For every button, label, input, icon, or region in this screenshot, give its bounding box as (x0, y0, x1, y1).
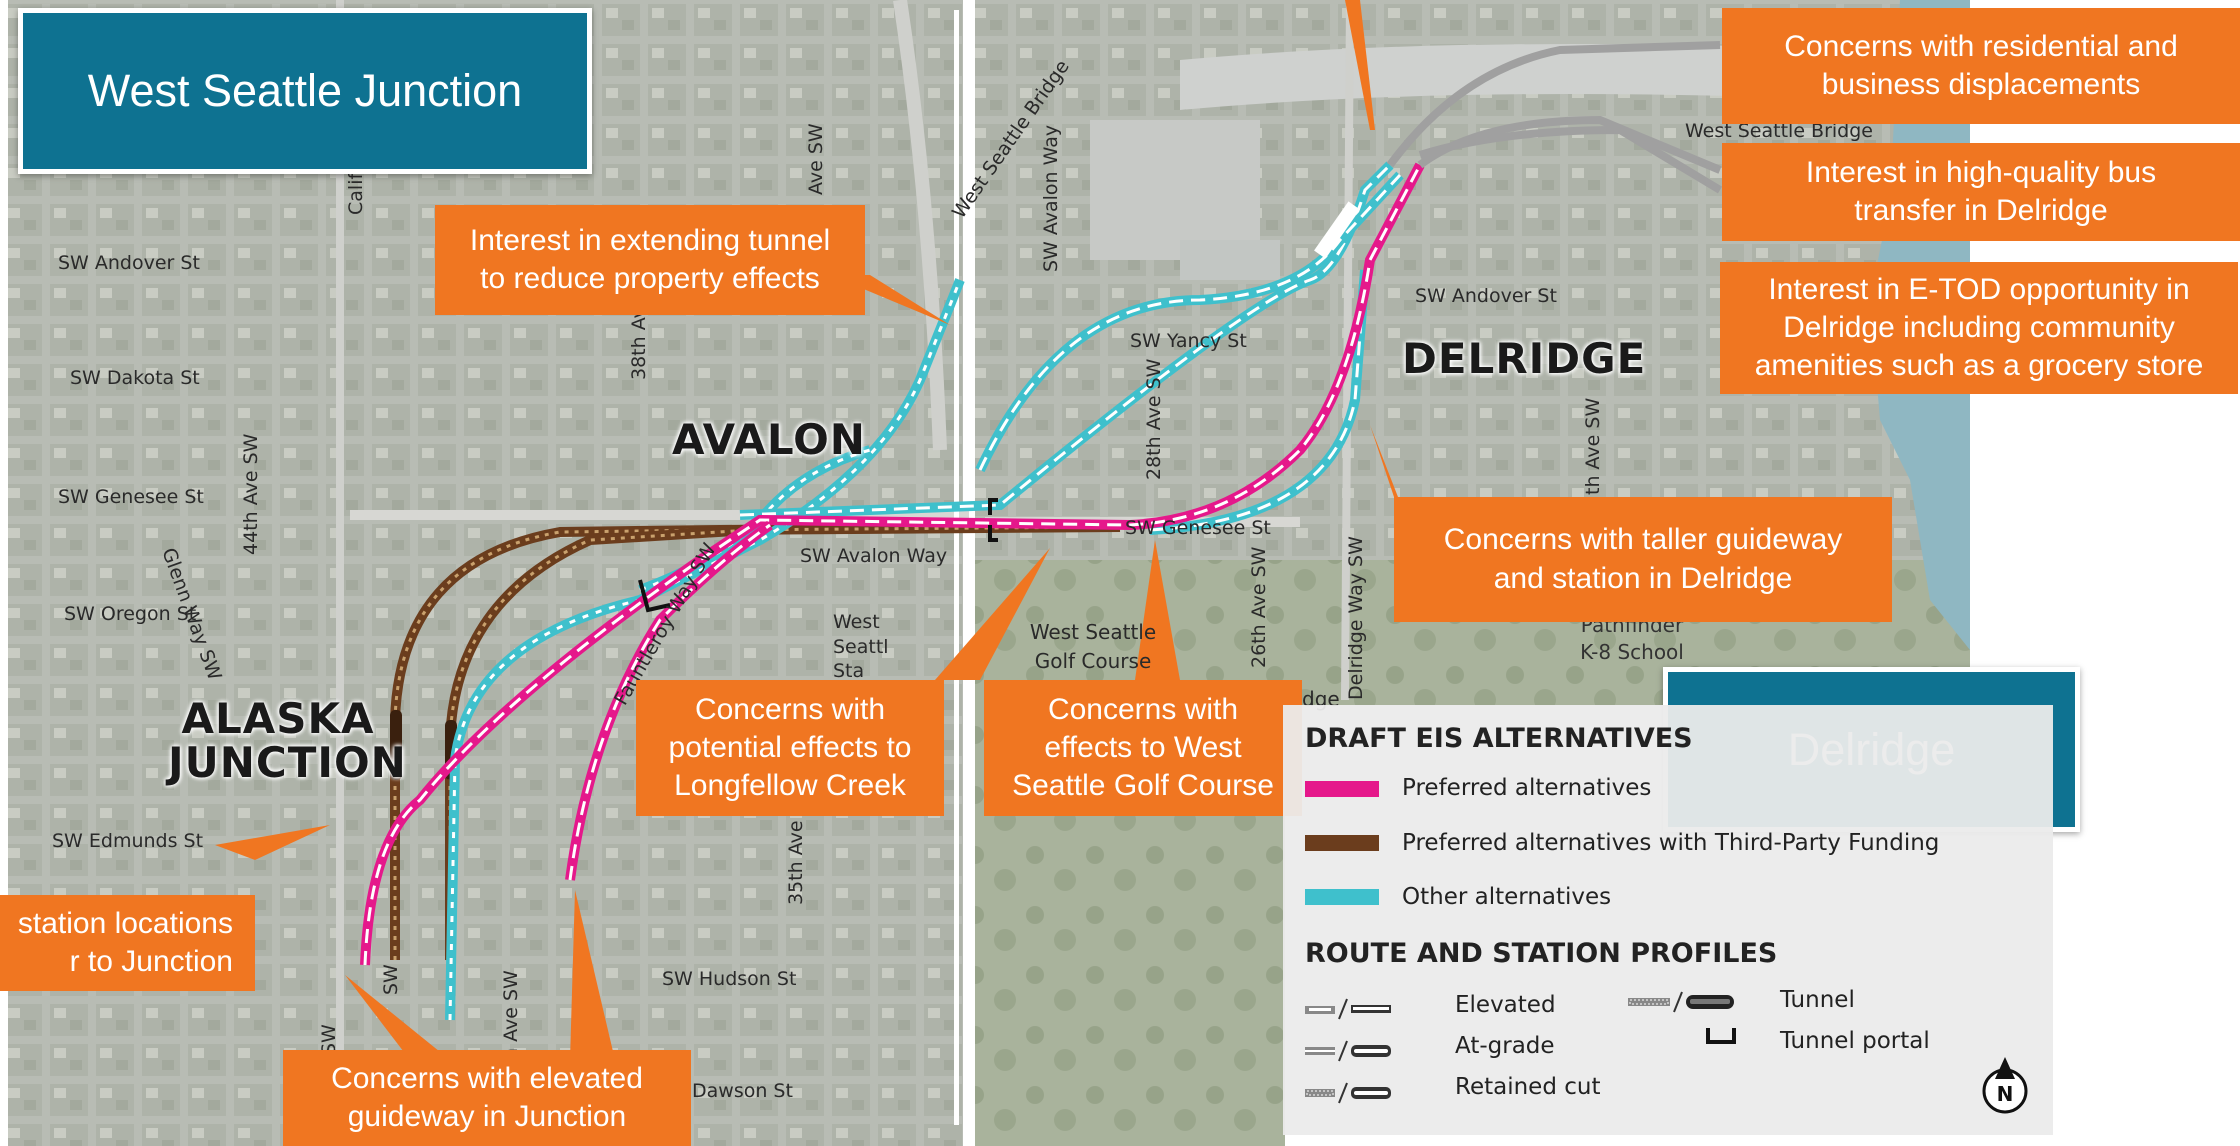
street-label: SW Genesee St (58, 486, 204, 508)
legend-swatch-other (1305, 889, 1379, 905)
legend-item-tunnel: Tunnel (1780, 987, 1855, 1013)
street-label: West Seattl Sta (833, 611, 889, 683)
legend-item-third-party: Preferred alternatives with Third-Party … (1402, 830, 1940, 856)
legend-item-elevated: Elevated (1455, 992, 1556, 1018)
street-label: SW Avalon Way (800, 545, 948, 567)
legend-item-other: Other alternatives (1402, 884, 1612, 910)
street-label: SW Andover St (1415, 285, 1557, 307)
callout-pointers (215, 0, 1405, 1060)
legend-swatch-third-party (1305, 835, 1379, 851)
street-label: Calif (345, 172, 367, 215)
legend-item-preferred: Preferred alternatives (1402, 775, 1652, 801)
golf-course-label: West Seattle Golf Course (1029, 620, 1157, 673)
street-label: th Ave SW (1582, 397, 1604, 495)
street-label: SW Andover St (58, 252, 200, 274)
legend-heading-profiles: ROUTE AND STATION PROFILES (1305, 938, 1778, 969)
west-seattle-junction-title: West Seattle Junction (18, 8, 592, 174)
street-label: Ave SW (805, 123, 827, 195)
street-label: Delridge Way SW (1345, 536, 1367, 700)
street-label: SW Oregon St (64, 603, 197, 625)
map-legend: DRAFT EIS ALTERNATIVES Preferred alterna… (1283, 705, 2053, 1135)
street-label: n Ave SW (500, 970, 522, 1060)
north-arrow-icon: N (1982, 1057, 2028, 1114)
street-label: SW Dakota St (70, 367, 200, 389)
bridge-route-lines (1386, 41, 1723, 194)
district-label-delridge: DELRIDGE (1402, 334, 1647, 383)
legend-tunnel-icons (1628, 991, 1736, 1044)
district-label-avalon: AVALON (672, 415, 866, 464)
street-label: Dawson St (692, 1080, 793, 1102)
street-label: SW Hudson St (662, 968, 797, 990)
street-label: SW Genesee St (1125, 517, 1271, 539)
legend-profile-icons (1305, 998, 1391, 1104)
legend-item-retained-cut: Retained cut (1455, 1074, 1601, 1100)
street-label: SW Yancy St (1130, 330, 1247, 352)
street-label: 26th Ave SW (1248, 546, 1270, 668)
legend-item-at-grade: At-grade (1455, 1033, 1555, 1059)
street-label: 35th Ave (785, 820, 807, 905)
street-label: SW Avalon Way (1040, 124, 1062, 272)
legend-swatch-preferred (1305, 781, 1379, 797)
third-party-route-lines (390, 522, 1121, 960)
street-label: 38th Av (628, 307, 650, 380)
preferred-route-lines (360, 162, 1425, 966)
street-label: SW Edmunds St (52, 830, 204, 852)
tunnel-portal-mark (638, 579, 671, 613)
svg-text:N: N (1997, 1082, 2014, 1106)
legend-heading-alternatives: DRAFT EIS ALTERNATIVES (1305, 723, 1693, 754)
street-label: 44th Ave SW (240, 433, 262, 555)
street-label: West Seattle Bridge (1685, 120, 1873, 142)
golf-course-area (975, 560, 1285, 1146)
street-label: 28th Ave SW (1143, 358, 1165, 480)
legend-item-tunnel-portal: Tunnel portal (1780, 1028, 1930, 1054)
street-label: SW (380, 964, 402, 995)
